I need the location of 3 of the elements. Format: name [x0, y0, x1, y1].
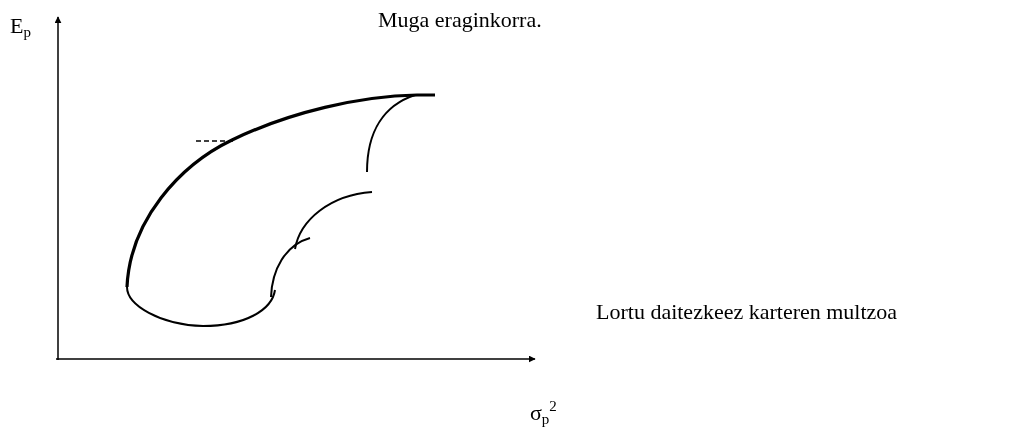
region-label: Lortu daitezkeez karteren multzoa: [596, 300, 898, 325]
axis-label: E$_{p}$: [10, 14, 31, 41]
frontier-label: Muga eraginkorra.: [378, 8, 542, 33]
